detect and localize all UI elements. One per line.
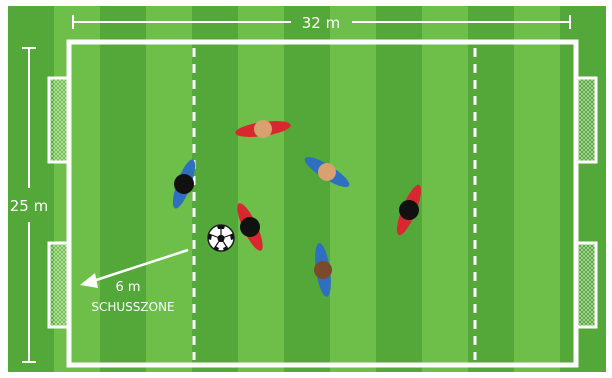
height-label: 25 m xyxy=(10,197,48,215)
grass-stripe xyxy=(514,6,560,372)
grass-stripe xyxy=(422,6,468,372)
grass-stripe xyxy=(238,6,284,372)
goal-right-top xyxy=(576,78,596,162)
goal-left-bottom xyxy=(49,243,69,327)
zone-distance-label: 6 m xyxy=(115,280,140,295)
soccer-ball-icon xyxy=(208,225,234,251)
goal-left-top xyxy=(49,78,69,162)
goal-right-bottom xyxy=(576,243,596,327)
grass-stripe xyxy=(330,6,376,372)
zone-name-label: SCHUSSZONE xyxy=(91,300,174,314)
width-label: 32 m xyxy=(302,14,340,32)
